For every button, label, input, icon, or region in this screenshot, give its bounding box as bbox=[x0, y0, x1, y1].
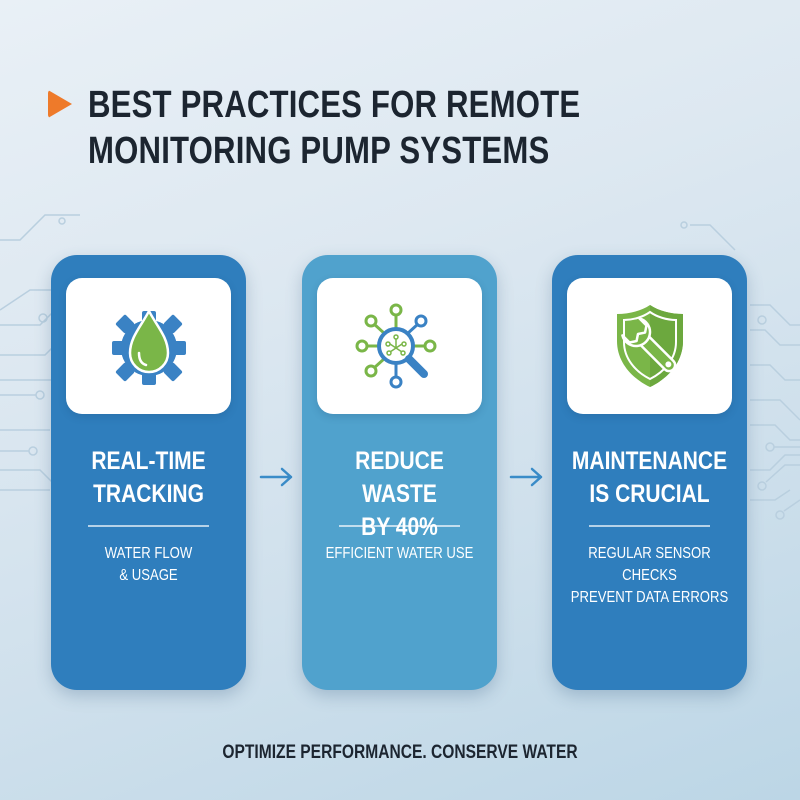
divider bbox=[589, 525, 710, 527]
card-description: EFFICIENT WATER USE bbox=[311, 543, 487, 565]
icon-tile bbox=[66, 278, 231, 414]
card-desc-line: EFFICIENT WATER USE bbox=[325, 545, 474, 562]
card-title-line: IS CRUCIAL bbox=[589, 480, 710, 508]
footer-tagline: OPTIMIZE PERFORMANCE. CONSERVE WATER bbox=[222, 742, 578, 763]
card-title: MAINTENANCE IS CRUCIAL bbox=[568, 445, 732, 511]
card-description: WATER FLOW & USAGE bbox=[60, 543, 236, 587]
card-title-line: BY 40% bbox=[361, 513, 438, 541]
title-line-1: BEST PRACTICES FOR REMOTE bbox=[88, 84, 581, 126]
arrow-right-icon bbox=[259, 467, 293, 487]
shield-wrench-icon bbox=[616, 305, 683, 387]
card-maintenance: MAINTENANCE IS CRUCIAL REGULAR SENSOR CH… bbox=[552, 255, 747, 690]
network-magnifier-icon bbox=[355, 303, 436, 389]
gear-water-drop-icon bbox=[111, 308, 186, 385]
card-description: REGULAR SENSOR CHECKS PREVENT DATA ERROR… bbox=[561, 543, 737, 609]
divider bbox=[88, 525, 209, 527]
card-reduce-waste: REDUCE WASTE BY 40% EFFICIENT WATER USE bbox=[302, 255, 497, 690]
title-line-2: MONITORING PUMP SYSTEMS bbox=[88, 130, 550, 172]
card-title-line: REDUCE WASTE bbox=[355, 447, 444, 508]
card-title-line: TRACKING bbox=[93, 480, 204, 508]
divider bbox=[339, 525, 460, 527]
arrow-right-icon bbox=[509, 467, 543, 487]
card-title: REAL-TIME TRACKING bbox=[67, 445, 231, 511]
card-desc-line: PREVENT DATA ERRORS bbox=[570, 589, 729, 606]
card-desc-line: & USAGE bbox=[119, 567, 178, 584]
card-desc-line: WATER FLOW bbox=[104, 545, 193, 562]
card-title-line: REAL-TIME bbox=[91, 447, 206, 475]
card-real-time-tracking: REAL-TIME TRACKING WATER FLOW & USAGE bbox=[51, 255, 246, 690]
card-desc-line: REGULAR SENSOR CHECKS bbox=[588, 545, 711, 584]
play-triangle-icon bbox=[48, 90, 72, 118]
icon-tile bbox=[567, 278, 732, 414]
card-title-line: MAINTENANCE bbox=[571, 447, 728, 475]
card-title: REDUCE WASTE BY 40% bbox=[318, 445, 482, 544]
icon-tile bbox=[317, 278, 482, 414]
